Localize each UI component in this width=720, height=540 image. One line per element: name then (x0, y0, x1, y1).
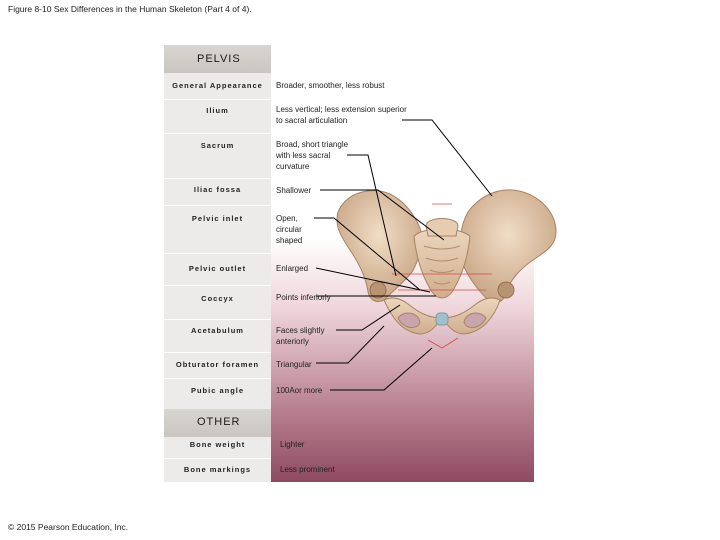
lumbar-vertebra (425, 218, 459, 237)
comparison-panel: PELVIS General Appearance Broader, smoot… (164, 45, 534, 482)
desc-iliac-fossa: Shallower (276, 186, 312, 195)
left-acetabulum (369, 281, 387, 299)
feature-sacrum: Sacrum (200, 141, 235, 150)
feature-iliac-fossa: Iliac fossa (193, 185, 242, 194)
desc-obturator-foramen: Triangular (276, 360, 312, 369)
left-obturator-foramen (397, 312, 421, 328)
desc-coccyx: Points inferiorly (276, 293, 331, 302)
feature-pelvic-inlet: Pelvic inlet (191, 214, 244, 223)
feature-bone-weight: Bone weight (189, 440, 246, 449)
pubic-symphysis (435, 312, 449, 326)
copyright-notice: © 2015 Pearson Education, Inc. (8, 522, 129, 532)
leader-lines (314, 119, 493, 391)
reference-lines (392, 203, 492, 349)
desc-ilium: Less vertical; less extension superior t… (276, 105, 407, 125)
pelvis-header (164, 45, 271, 73)
feature-pubic-angle: Pubic angle (190, 386, 245, 395)
desc-bone-weight: Lighter (280, 440, 305, 449)
desc-pelvic-inlet: Open, circular shaped (276, 214, 303, 245)
right-obturator-foramen (463, 312, 487, 328)
desc-pubic-angle: 100Aor more (276, 386, 323, 395)
feature-obturator-foramen: Obturator foramen (175, 360, 260, 369)
desc-bone-markings: Less prominent (280, 465, 335, 474)
desc-general-appearance: Broader, smoother, less robust (276, 81, 385, 90)
desc-sacrum: Broad, short triangle with less sacral c… (276, 140, 349, 171)
desc-acetabulum: Faces slightly anteriorly (276, 326, 325, 346)
right-ilium (459, 189, 557, 304)
feature-acetabulum: Acetabulum (191, 326, 244, 335)
feature-pelvic-outlet: Pelvic outlet (188, 264, 247, 273)
other-title: OTHER (197, 416, 241, 428)
right-acetabulum (497, 281, 515, 299)
feature-coccyx: Coccyx (201, 294, 234, 303)
feature-ilium: Ilium (206, 106, 229, 115)
feature-general-appearance: General Appearance (172, 81, 263, 90)
other-header (164, 409, 271, 437)
desc-pelvic-outlet: Enlarged (276, 264, 309, 273)
sacral-ridges (423, 245, 461, 285)
figure-caption: Figure 8-10 Sex Differences in the Human… (8, 4, 252, 14)
pelvis-title: PELVIS (197, 53, 241, 65)
feature-bone-markings: Bone markings (183, 465, 252, 474)
